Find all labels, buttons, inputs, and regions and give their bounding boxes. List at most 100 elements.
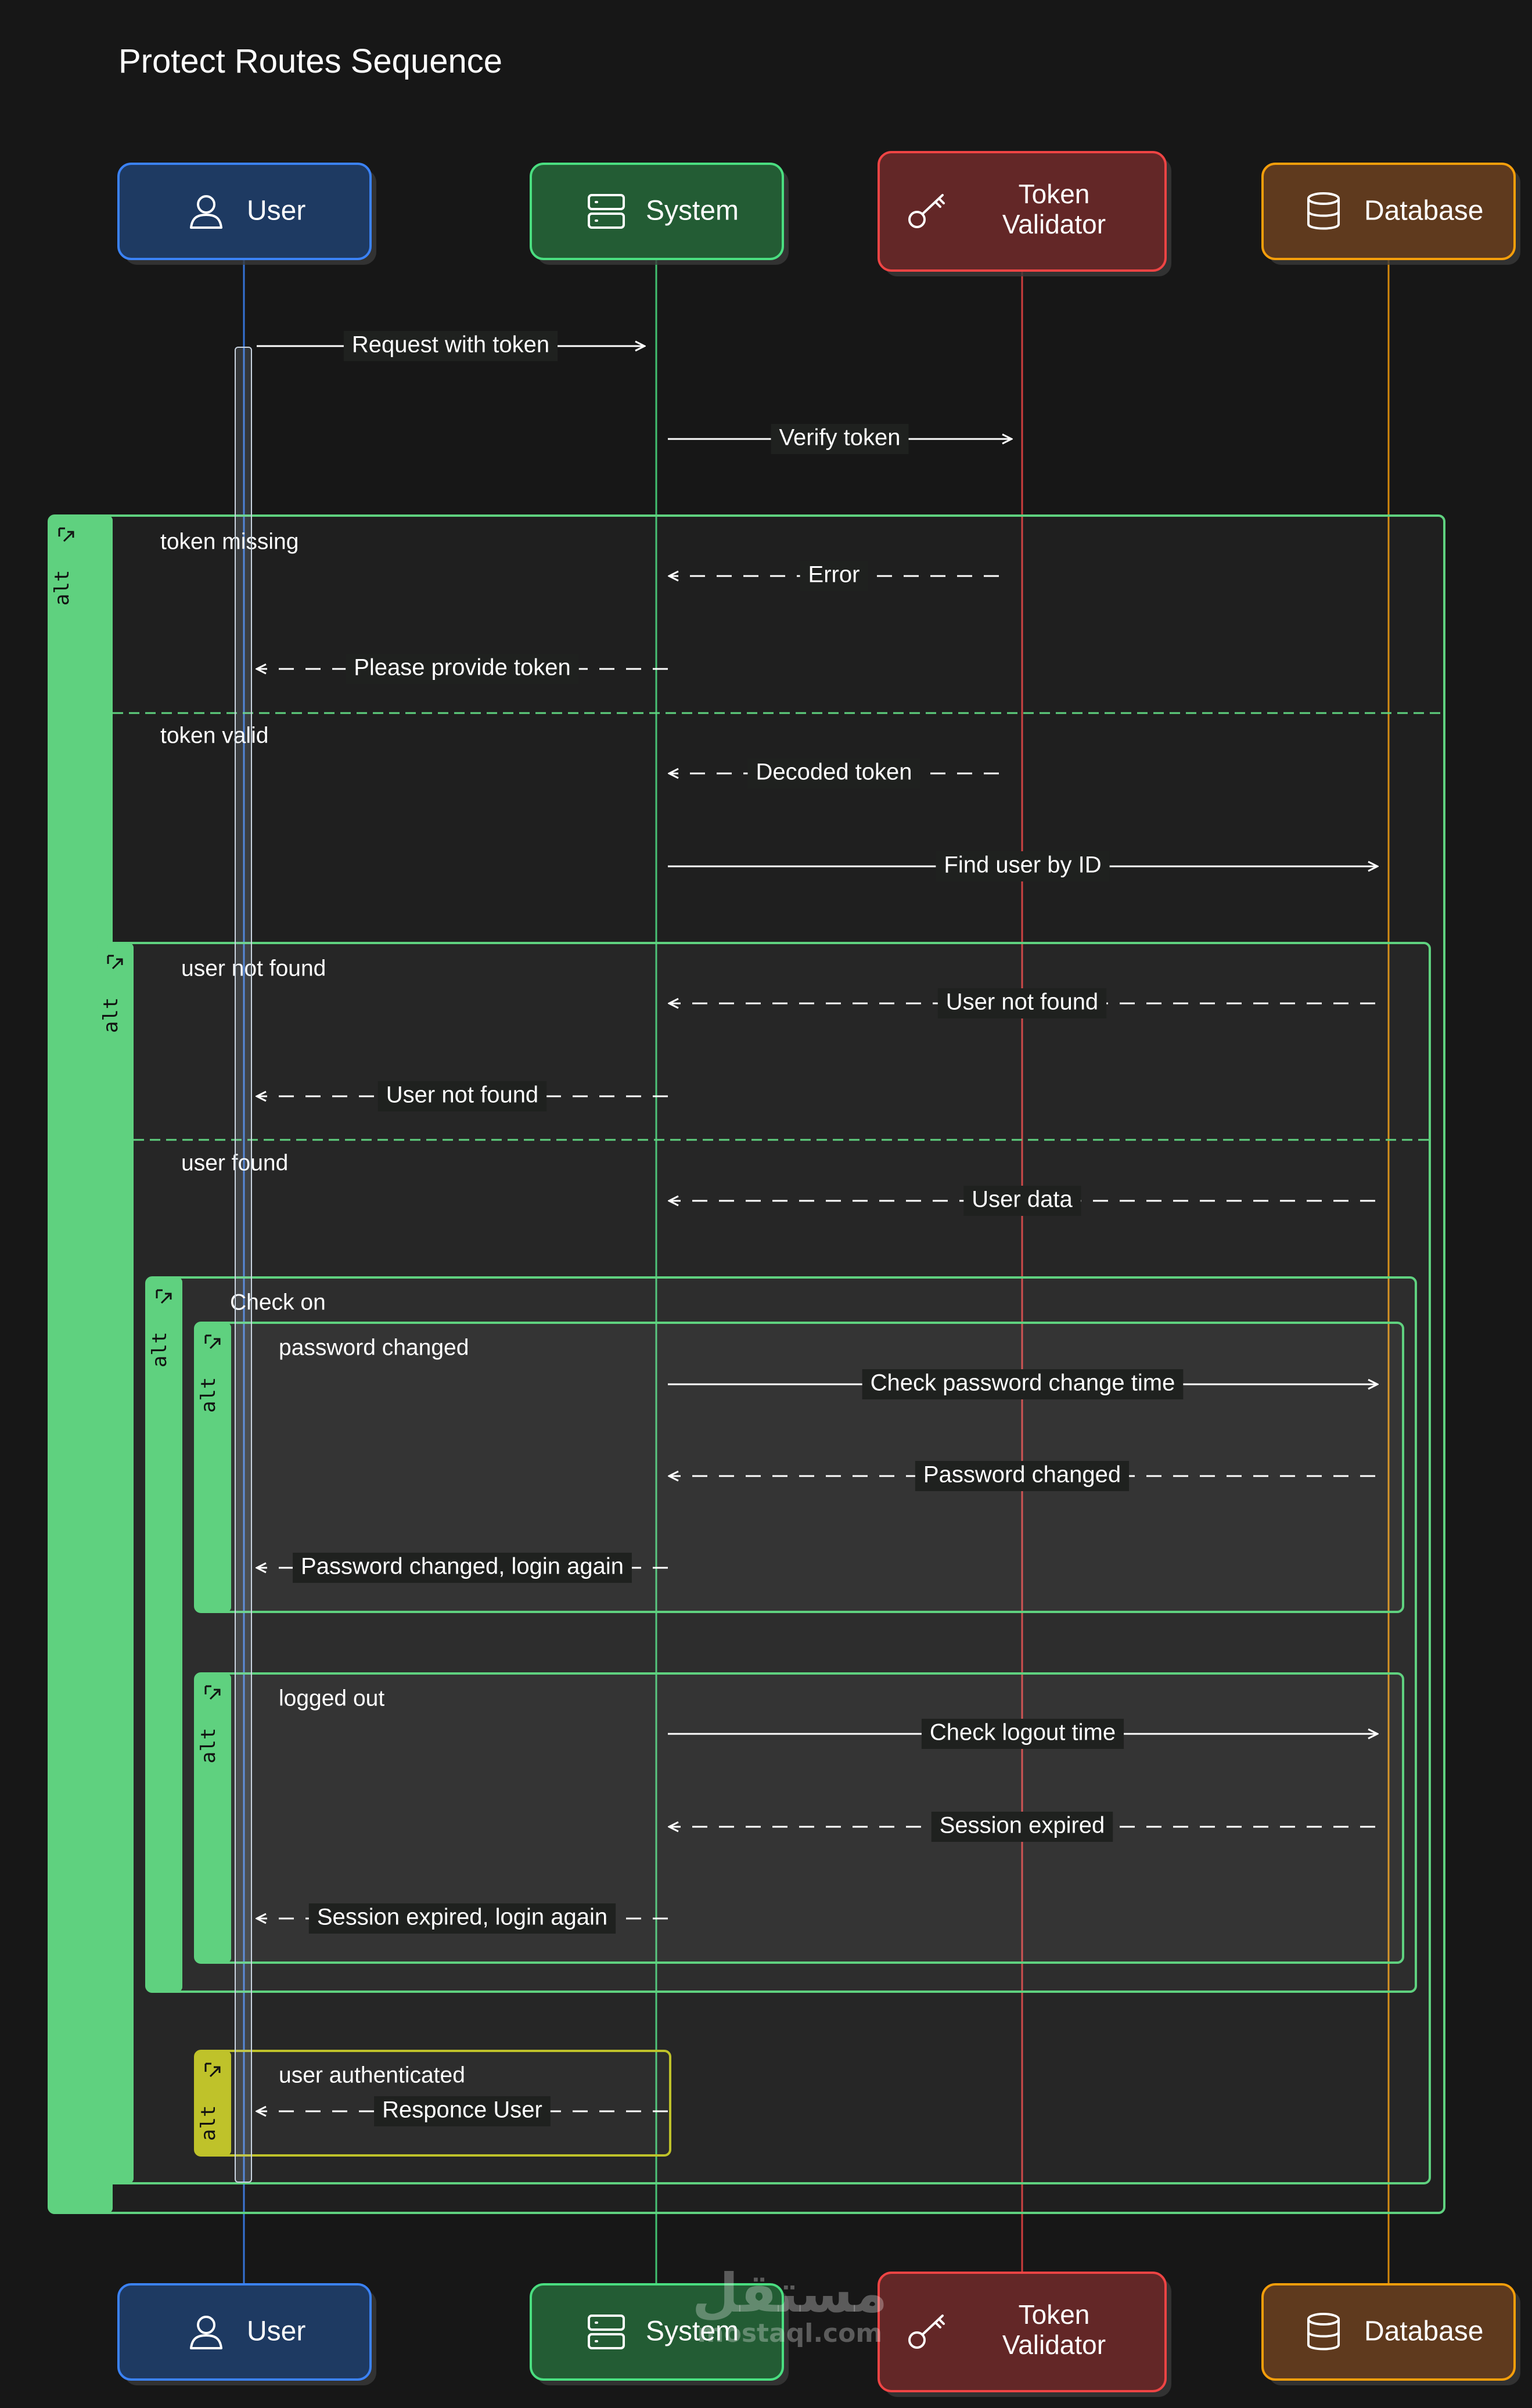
message: Password changed [669, 1461, 1375, 1491]
fragment-tag-text: alt [197, 1728, 220, 1763]
message-label: User not found [946, 989, 1098, 1015]
participant-user-top: User [117, 163, 376, 265]
participant-label: Validator [1002, 2330, 1106, 2360]
participant-label: User [247, 2316, 305, 2347]
key-icon [908, 2315, 945, 2349]
fragment-tag-text: alt [99, 998, 123, 1033]
participant-label: Token [1019, 179, 1090, 209]
participant-system-bottom: System [530, 2283, 789, 2385]
message-label-bg [800, 561, 868, 591]
server-icon [588, 2315, 625, 2349]
message-label-bg [915, 1461, 1130, 1491]
expand-icon [204, 1334, 221, 1349]
fragment-alt: alt user authenticated [194, 2050, 671, 2157]
fragment-section-label: user authenticated [279, 2063, 465, 2087]
fragment-tag-bar [98, 943, 134, 2183]
server-icon [588, 194, 625, 229]
participant-database-bottom: Database [1261, 2283, 1520, 2385]
message-label: Session expired [940, 1813, 1105, 1838]
participant-box [878, 2272, 1167, 2392]
message: Session expired [669, 1812, 1375, 1842]
expand-icon [58, 527, 74, 542]
message: User not found [257, 1081, 668, 1111]
message-label: Session expired, login again [317, 1905, 607, 1930]
database-icon [1307, 192, 1340, 230]
message-label-bg [308, 1903, 616, 1934]
database-icon [1307, 2313, 1340, 2351]
message-label-bg [374, 2096, 551, 2126]
message-label-bg [937, 988, 1107, 1018]
message-label-bg [377, 1081, 547, 1111]
fragment-tag-bar [195, 1673, 231, 1963]
participant-user-bottom: User [117, 2283, 376, 2385]
message-label: Check logout time [930, 1720, 1116, 1745]
participant-box [117, 163, 372, 260]
message-label: Please provide token [354, 655, 571, 681]
message: User data [669, 1186, 1375, 1216]
message-label-bg [343, 331, 558, 361]
message: Decoded token [669, 758, 999, 789]
participant-system-top: System [530, 163, 789, 265]
message: Request with token [257, 331, 645, 361]
participant-box [1261, 163, 1516, 260]
message-label-bg [931, 1812, 1113, 1842]
message: Please provide token [257, 654, 668, 684]
fragment-alt: alt logged out [194, 1672, 1404, 1964]
expand-icon [107, 955, 123, 970]
message: Check password change time [668, 1369, 1378, 1399]
fragment-tag-text: alt [197, 2105, 220, 2141]
message-label-bg [963, 1186, 1081, 1216]
message: Responce User [257, 2096, 668, 2126]
fragment-tag-bar [146, 1277, 182, 1992]
message-label: Responce User [382, 2097, 542, 2123]
message-label: Decoded token [756, 760, 912, 785]
message-label: Request with token [352, 332, 549, 358]
participant-label: Database [1364, 2316, 1483, 2347]
message: Find user by ID [668, 851, 1378, 881]
diagram-title: Protect Routes Sequence [118, 42, 502, 80]
participant-box [878, 151, 1167, 272]
expand-icon [204, 2063, 221, 2078]
key-icon [908, 194, 945, 228]
message-label-bg [771, 424, 909, 454]
message-label: User not found [386, 1082, 538, 1108]
message-label-bg [293, 1553, 632, 1583]
message-label: Find user by ID [944, 852, 1101, 878]
message-label-bg [747, 758, 920, 789]
user-icon [190, 195, 222, 229]
fragment-tag-text: alt [148, 1332, 171, 1367]
message: Session expired, login again [257, 1903, 668, 1934]
fragment-section-label: user not found [181, 956, 326, 981]
participant-label: System [646, 196, 739, 226]
message-label: Password changed [923, 1462, 1121, 1488]
participant-label: Validator [1002, 209, 1106, 239]
participant-label: Database [1364, 196, 1483, 226]
participant-box [530, 2283, 784, 2381]
message: Check logout time [668, 1719, 1378, 1749]
message-label-bg [862, 1369, 1184, 1399]
user-icon [190, 2316, 222, 2349]
participant-label: Token [1019, 2299, 1090, 2330]
fragment-tag-bar [195, 1323, 231, 1612]
fragment-section-label: logged out [279, 1686, 384, 1711]
message-label-bg [936, 851, 1110, 881]
message: User not found [669, 988, 1375, 1018]
message: Error [669, 561, 999, 591]
fragment-tag-text: alt [51, 570, 74, 606]
participant-box [117, 2283, 372, 2381]
message-label: Error [808, 562, 860, 588]
fragment-section-label: token missing [160, 529, 299, 554]
participant-database-top: Database [1261, 163, 1520, 265]
message-label: User data [972, 1187, 1073, 1212]
message-label-bg [346, 654, 579, 684]
fragment-tag-text: alt [197, 1377, 220, 1413]
message: Password changed, login again [257, 1553, 668, 1583]
message: Verify token [668, 424, 1012, 454]
fragment-tag-bar [195, 2051, 231, 2155]
expand-icon [156, 1289, 172, 1304]
fragment-section-label: password changed [279, 1335, 469, 1360]
